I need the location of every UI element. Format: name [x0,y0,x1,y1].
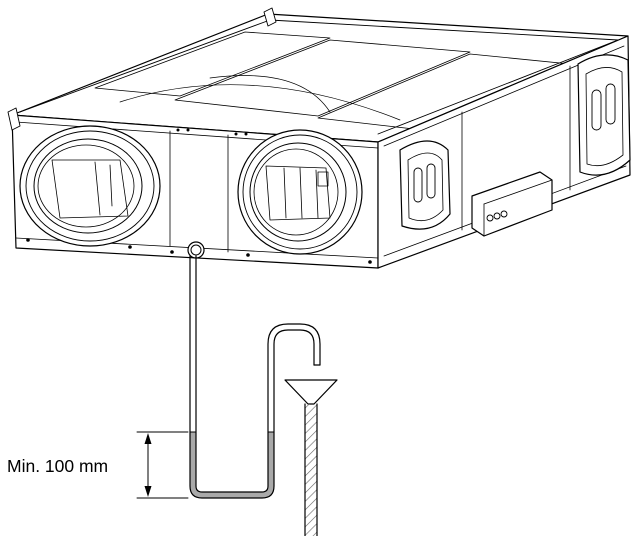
dimension-arrow-bottom [144,486,152,497]
lid-crease [119,84,401,121]
dimension-label: Min. 100 mm [7,456,109,476]
condensate-hose [189,255,321,499]
drain-funnel [284,379,338,405]
corner-flange-left [7,107,21,131]
lid-panel-center [174,39,471,117]
dimension-marker [136,431,189,499]
side-duct-left [399,140,451,230]
duct-connection [19,125,161,247]
unit-top-rim [19,19,619,135]
lid-crease-2 [209,75,331,113]
trap-water [190,432,274,498]
dimension-arrow-top [144,433,152,444]
drain-pipe [304,403,318,537]
front-screws [26,128,372,264]
connection-box [471,171,553,237]
side-duct-right [577,54,631,176]
corner-flange-back [263,7,277,27]
duct-connection-2 [237,129,363,255]
